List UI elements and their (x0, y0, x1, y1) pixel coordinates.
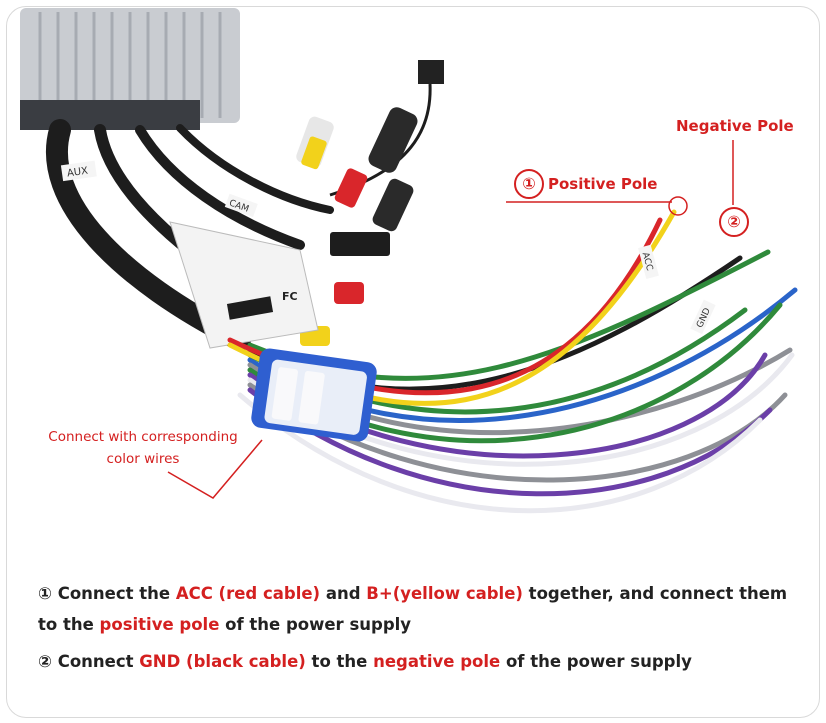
wire-tags: ACC GND (638, 244, 716, 335)
rca-plugs (296, 107, 418, 346)
gnd-wire-tag: GND (695, 307, 713, 330)
instruction-two: ② Connect GND (black cable) to the negat… (38, 652, 692, 671)
small-plug (418, 60, 444, 84)
fc-mark: FC (282, 290, 298, 303)
negative-pole-label: Negative Pole (676, 117, 794, 135)
aux-cable-label: AUX (60, 160, 97, 182)
positive-number-badge: ① (514, 169, 544, 199)
warning-tag: FC (169, 221, 319, 349)
blue-harness-connector (251, 348, 377, 442)
connect-callout-line1: Connect with corresponding (48, 429, 238, 445)
instruction-notes: ① Connect the ACC (red cable) and B+(yel… (38, 578, 808, 683)
connect-callout-line2: color wires (106, 451, 180, 467)
connect-colors-callout: Connect with corresponding color wires (38, 426, 248, 470)
annotation-lines (167, 140, 734, 499)
head-unit-heatsink (20, 8, 240, 130)
negative-number-badge: ② (719, 207, 749, 237)
svg-text:AUX: AUX (66, 166, 88, 180)
acc-wire-tag: ACC (640, 251, 654, 272)
instruction-one: ① Connect the ACC (red cable) and B+(yel… (38, 584, 788, 634)
positive-pole-label: Positive Pole (548, 175, 658, 193)
